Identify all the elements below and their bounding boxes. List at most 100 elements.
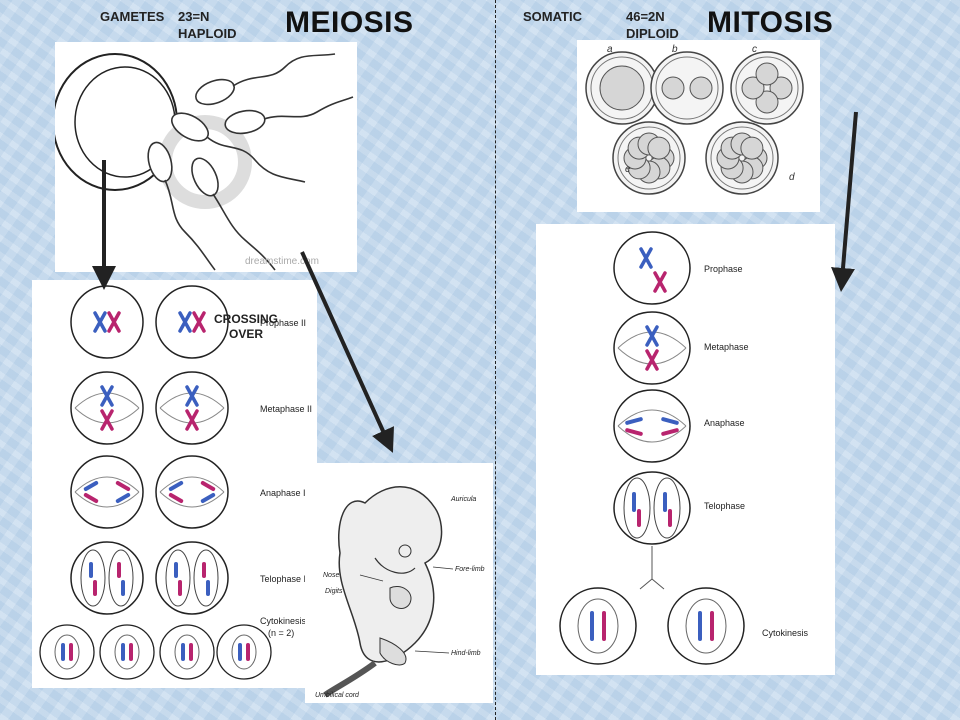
- chromosome: [661, 428, 679, 436]
- meiosis-title: MEIOSIS: [285, 6, 414, 39]
- chromosome: [653, 271, 667, 293]
- dashed-divider: [495, 0, 496, 720]
- chromosome: [185, 385, 199, 407]
- nucleus: [231, 634, 257, 670]
- cell: [155, 285, 229, 359]
- spindle: [159, 476, 225, 493]
- chromosome: [185, 409, 199, 431]
- blastomere: [755, 62, 779, 86]
- nucleus: [685, 598, 727, 654]
- somatic-label: SOMATIC: [523, 9, 582, 24]
- daughter-cell: [667, 587, 745, 665]
- embryo-cell: [655, 56, 719, 120]
- chromosome: [200, 481, 216, 492]
- connector: [639, 578, 653, 590]
- cell: [613, 389, 691, 463]
- stage-label: Anaphase: [704, 418, 745, 428]
- stage-label: Prophase: [704, 264, 743, 274]
- cleavage-letter: c: [752, 44, 757, 55]
- cell: [70, 541, 144, 615]
- spindle: [617, 347, 687, 365]
- chromosome: [168, 493, 184, 503]
- embryo-label: Nose: [323, 572, 339, 579]
- chromosome: [625, 428, 643, 436]
- embryo-label: Auricula: [450, 496, 476, 503]
- spindle: [617, 409, 687, 427]
- embryo-image: Auricula Nose Fore-limb Digits Hind-limb…: [305, 463, 493, 703]
- chromosome: [83, 493, 99, 503]
- chromosome: [93, 311, 107, 333]
- embryo-cell: [730, 51, 804, 125]
- embryo-label: Fore-limb: [455, 566, 485, 573]
- cell: [155, 455, 229, 529]
- embryo-cell: [735, 56, 799, 120]
- daughter-cell: [216, 624, 272, 680]
- watermark: dreamstime.com: [245, 256, 319, 267]
- cell: [155, 541, 229, 615]
- daughter-cell: [99, 624, 155, 680]
- stage-label: Cytokinesis: [260, 616, 307, 626]
- chromosome: [661, 417, 679, 425]
- nucleus: [80, 549, 106, 607]
- arrow: [300, 251, 394, 453]
- chromosome: [645, 325, 659, 347]
- nucleus: [653, 477, 681, 539]
- embryo-label: Umbilical cord: [315, 692, 360, 699]
- nucleus: [193, 549, 219, 607]
- cell: [70, 455, 144, 529]
- stage-label: Metaphase II: [260, 404, 312, 414]
- blastomere: [769, 76, 793, 100]
- nucleus: [108, 549, 134, 607]
- chromosome: [100, 409, 114, 431]
- embryo-label: Hind-limb: [451, 650, 481, 657]
- nucleus: [165, 549, 191, 607]
- chromosome: [115, 481, 131, 491]
- chromosome: [192, 311, 206, 333]
- blastomere: [755, 90, 779, 114]
- chromosome: [168, 481, 184, 491]
- spindle: [74, 476, 140, 493]
- stage-label: Telophase: [704, 501, 745, 511]
- cleavage-letter: d: [789, 172, 795, 183]
- blastomere: [741, 76, 765, 100]
- cleavage-letter: b: [672, 44, 678, 55]
- blastomere: [647, 136, 671, 160]
- spindle: [617, 331, 687, 349]
- stage-label: Cytokinesis: [762, 628, 809, 638]
- chromosome: [83, 481, 99, 491]
- blastomere: [740, 136, 764, 160]
- nucleus: [54, 634, 80, 670]
- connector: [651, 578, 665, 590]
- embryo-label: Digits: [325, 588, 343, 595]
- cell: [70, 371, 144, 445]
- stage-label: Prophase II: [260, 318, 306, 328]
- daughter-cell: [39, 624, 95, 680]
- spindle: [617, 425, 687, 443]
- cell: [613, 311, 691, 385]
- mitosis-title: MITOSIS: [707, 6, 834, 39]
- daughter-cell: [559, 587, 637, 665]
- cytokinesis-note: (n = 2): [268, 628, 294, 638]
- chromosome: [639, 247, 653, 269]
- chromosome: [625, 417, 643, 425]
- cleavage-letter: e: [625, 164, 631, 175]
- blastomere: [661, 76, 685, 100]
- blastomere: [599, 65, 645, 111]
- mitosis-stages-image: Prophase Metaphase Anaphase Telophase Cy…: [536, 224, 835, 675]
- chromosome: [100, 385, 114, 407]
- stage-label: Anaphase II: [260, 488, 308, 498]
- embryo-cell: [650, 51, 724, 125]
- arrow: [831, 111, 858, 292]
- chromosome: [107, 311, 121, 333]
- blastomere: [689, 76, 713, 100]
- nucleus: [114, 634, 140, 670]
- daughter-cell: [159, 624, 215, 680]
- cleavage-letter: a: [607, 44, 613, 55]
- nucleus: [577, 598, 619, 654]
- gametes-label: GAMETES: [100, 9, 165, 24]
- meiosis-stages-image: Prophase II Metaphase II Anaphase II Tel…: [32, 280, 317, 688]
- stage-label: Telophase II: [260, 574, 309, 584]
